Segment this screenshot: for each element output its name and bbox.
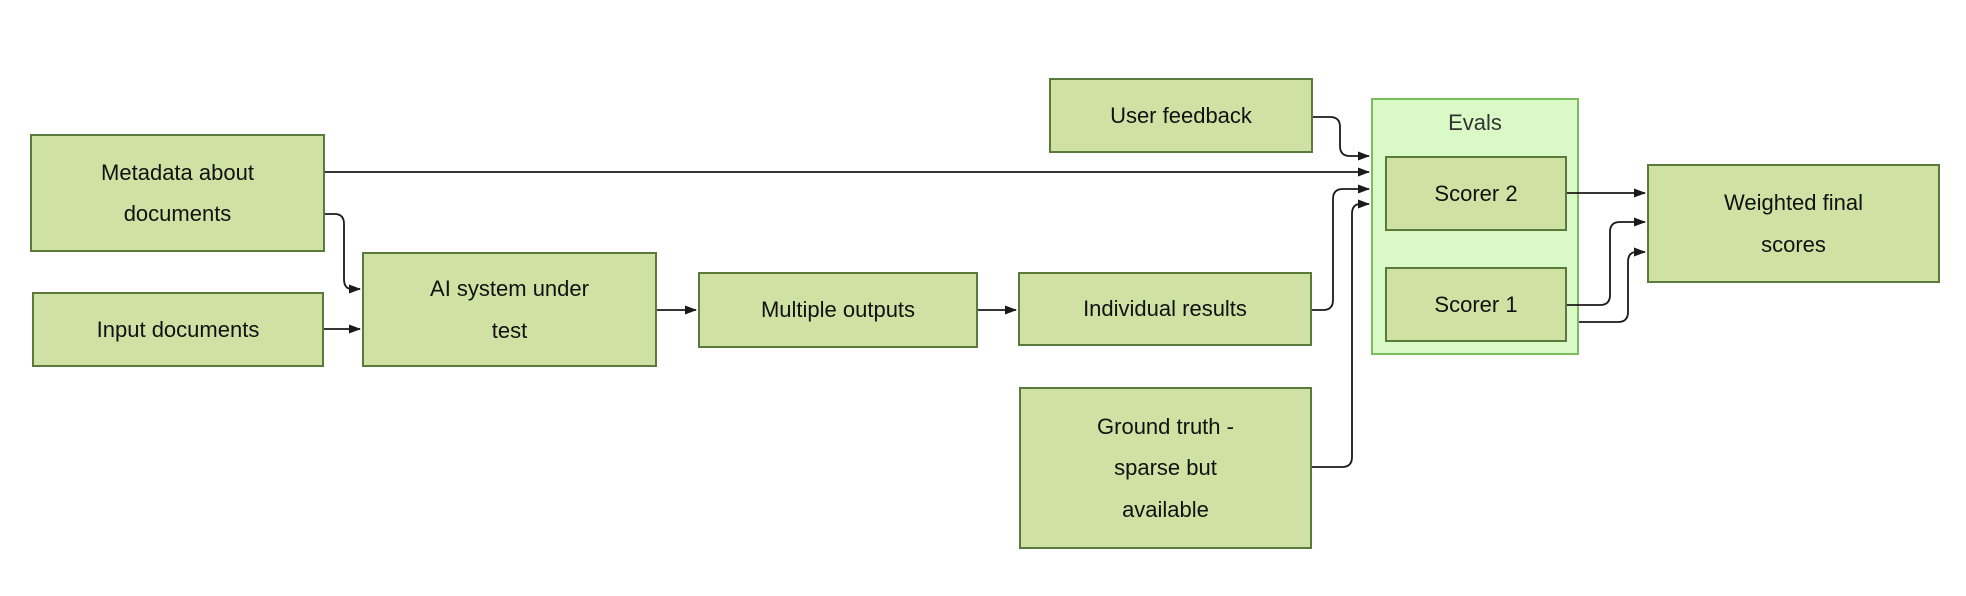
node-input-label: Input documents bbox=[96, 316, 260, 342]
node-ai-system: AI system under test bbox=[362, 252, 657, 367]
node-scorer2-label: Scorer 2 bbox=[1434, 180, 1518, 206]
node-ai-system-label: AI system under test bbox=[430, 276, 589, 343]
group-evals-label: Evals bbox=[1448, 110, 1502, 135]
edge-evals-to-weighted bbox=[1579, 247, 1646, 323]
node-individual: Individual results bbox=[1018, 272, 1312, 346]
node-individual-label: Individual results bbox=[1083, 296, 1247, 322]
node-ground: Ground truth - sparse but available bbox=[1019, 387, 1312, 549]
node-ground-label: Ground truth - sparse but available bbox=[1097, 413, 1234, 522]
node-scorer2: Scorer 2 bbox=[1385, 156, 1567, 231]
node-feedback-label: User feedback bbox=[1110, 102, 1252, 128]
node-metadata: Metadata about documents bbox=[30, 134, 325, 252]
edge-individual-to-evals bbox=[1312, 184, 1370, 311]
node-input: Input documents bbox=[32, 292, 324, 367]
node-scorer1: Scorer 1 bbox=[1385, 267, 1567, 342]
node-multiple: Multiple outputs bbox=[698, 272, 978, 348]
node-scorer1-label: Scorer 1 bbox=[1434, 291, 1518, 317]
edge-feedback-to-evals bbox=[1313, 116, 1370, 161]
node-multiple-label: Multiple outputs bbox=[760, 297, 916, 323]
node-weighted: Weighted final scores bbox=[1647, 164, 1940, 283]
edge-metadata-to-ai bbox=[325, 213, 361, 294]
edge-ground-to-evals bbox=[1312, 199, 1370, 468]
node-feedback: User feedback bbox=[1049, 78, 1313, 153]
node-metadata-label: Metadata about documents bbox=[101, 159, 254, 226]
node-weighted-label: Weighted final scores bbox=[1723, 190, 1863, 257]
